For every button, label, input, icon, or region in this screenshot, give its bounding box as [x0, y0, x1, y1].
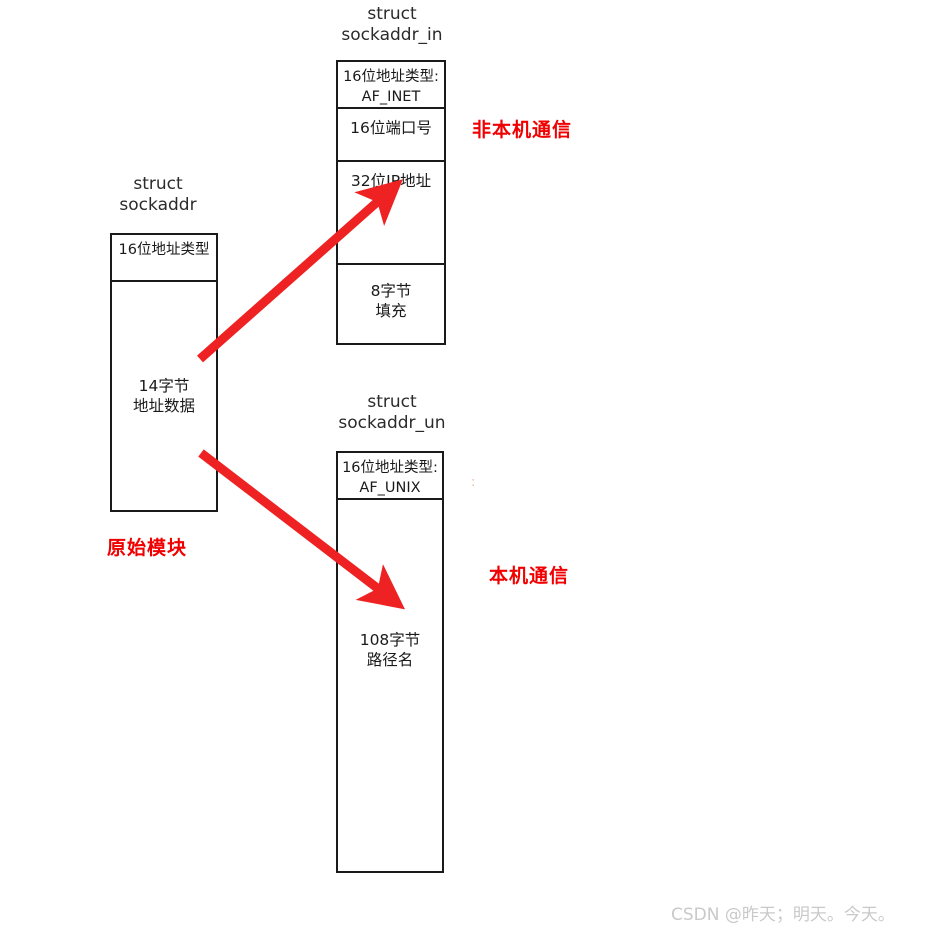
struct-cell-sockaddr-in-ipaddr: 32位IP地址 [338, 162, 444, 265]
caption-struct-sockaddr-in: struct sockaddr_in [341, 4, 443, 45]
struct-cell-sockaddr-in-addrtype: 16位地址类型: AF_INET [338, 62, 444, 109]
struct-box-sockaddr-in: 16位地址类型: AF_INET 16位端口号 32位IP地址 8字节 填充 [336, 60, 446, 345]
struct-cell-label: 16位地址类型: AF_UNIX [342, 460, 438, 496]
stray-colon-artifact: : [471, 475, 476, 490]
struct-cell-sockaddr-un-pathname: 108字节 路径名 [338, 500, 442, 871]
struct-cell-label: 16位地址类型 [118, 242, 210, 258]
caption-struct-sockaddr: struct sockaddr [119, 174, 197, 215]
struct-box-sockaddr: 16位地址类型 14字节 地址数据 [110, 233, 218, 512]
struct-cell-label: 8字节 填充 [370, 282, 412, 320]
struct-cell-label: 14字节 地址数据 [132, 377, 195, 415]
struct-cell-sockaddr-in-port: 16位端口号 [338, 109, 444, 162]
struct-cell-sockaddr-addrtype: 16位地址类型 [112, 235, 216, 282]
caption-struct-sockaddr-un: struct sockaddr_un [338, 392, 446, 433]
struct-box-sockaddr-un: 16位地址类型: AF_UNIX 108字节 路径名 [336, 451, 444, 873]
struct-cell-label: 16位地址类型: AF_INET [343, 69, 439, 105]
struct-cell-sockaddr-un-addrtype: 16位地址类型: AF_UNIX [338, 453, 442, 500]
struct-cell-label: 32位IP地址 [350, 172, 432, 190]
csdn-watermark: CSDN @昨天；明天。今天。 [671, 905, 895, 925]
struct-cell-label: 16位端口号 [350, 119, 432, 137]
struct-cell-label: 108字节 路径名 [359, 631, 421, 669]
annotation-origin-module: 原始模块 [107, 537, 188, 559]
struct-cell-sockaddr-addrdata: 14字节 地址数据 [112, 282, 216, 510]
annotation-local-communication: 本机通信 [489, 565, 570, 587]
struct-cell-sockaddr-in-padding: 8字节 填充 [338, 265, 444, 343]
annotation-non-local-communication: 非本机通信 [472, 119, 573, 141]
